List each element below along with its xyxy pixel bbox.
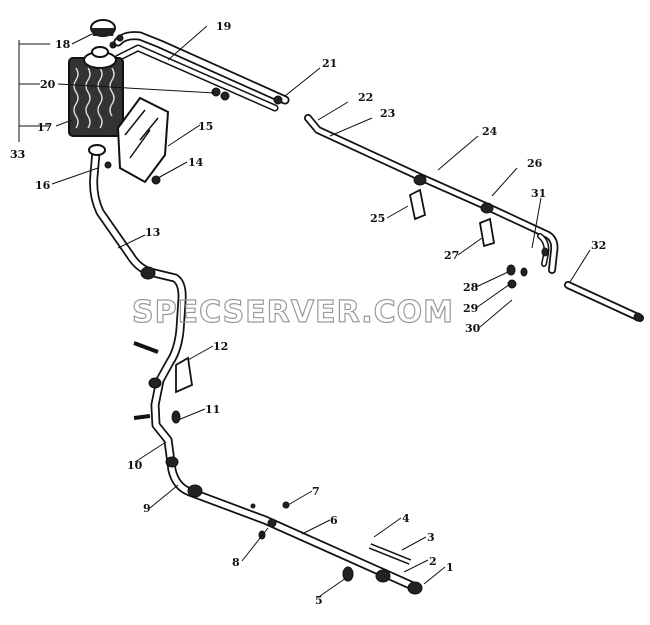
callout-4: 4 [402, 512, 410, 525]
callout-21: 21 [322, 57, 337, 70]
callout-9: 9 [143, 502, 151, 515]
callout-7: 7 [312, 485, 320, 498]
callout-22: 22 [358, 91, 373, 104]
callout-15: 15 [198, 120, 213, 133]
fittings [104, 34, 643, 595]
callout-29: 29 [463, 302, 478, 315]
callout-13: 13 [145, 226, 160, 239]
callout-18: 18 [55, 38, 71, 51]
callout-23: 23 [380, 107, 395, 120]
expansion-tank [68, 19, 124, 156]
callout-32: 32 [591, 239, 606, 252]
leader-lines [18, 25, 591, 597]
callout-30: 30 [465, 322, 481, 335]
callout-25: 25 [370, 212, 385, 225]
callout-24: 24 [482, 125, 498, 138]
callout-17: 17 [37, 121, 52, 134]
callout-20: 20 [40, 78, 56, 91]
callout-28: 28 [463, 281, 479, 294]
callout-11: 11 [205, 403, 220, 416]
callout-5: 5 [315, 594, 323, 607]
callout-12: 12 [213, 340, 228, 353]
callout-26: 26 [527, 157, 543, 170]
callout-1: 1 [446, 561, 454, 574]
callout-6: 6 [330, 514, 338, 527]
callout-8: 8 [232, 556, 240, 569]
callout-19: 19 [216, 20, 231, 33]
callout-33: 33 [10, 148, 25, 161]
main-pipe [89, 147, 420, 592]
callout-10: 10 [127, 459, 143, 472]
brackets [133, 188, 496, 565]
callout-labels: 1 2 3 4 5 6 7 8 9 10 11 12 13 14 15 16 1… [10, 20, 606, 607]
callout-14: 14 [188, 156, 204, 169]
callout-2: 2 [429, 555, 437, 568]
callout-3: 3 [427, 531, 435, 544]
bracket-15 [116, 96, 170, 184]
watermark: SPECSERVER.COM [132, 295, 454, 330]
callout-16: 16 [35, 179, 51, 192]
callout-27: 27 [444, 249, 459, 262]
callout-31: 31 [531, 187, 546, 200]
